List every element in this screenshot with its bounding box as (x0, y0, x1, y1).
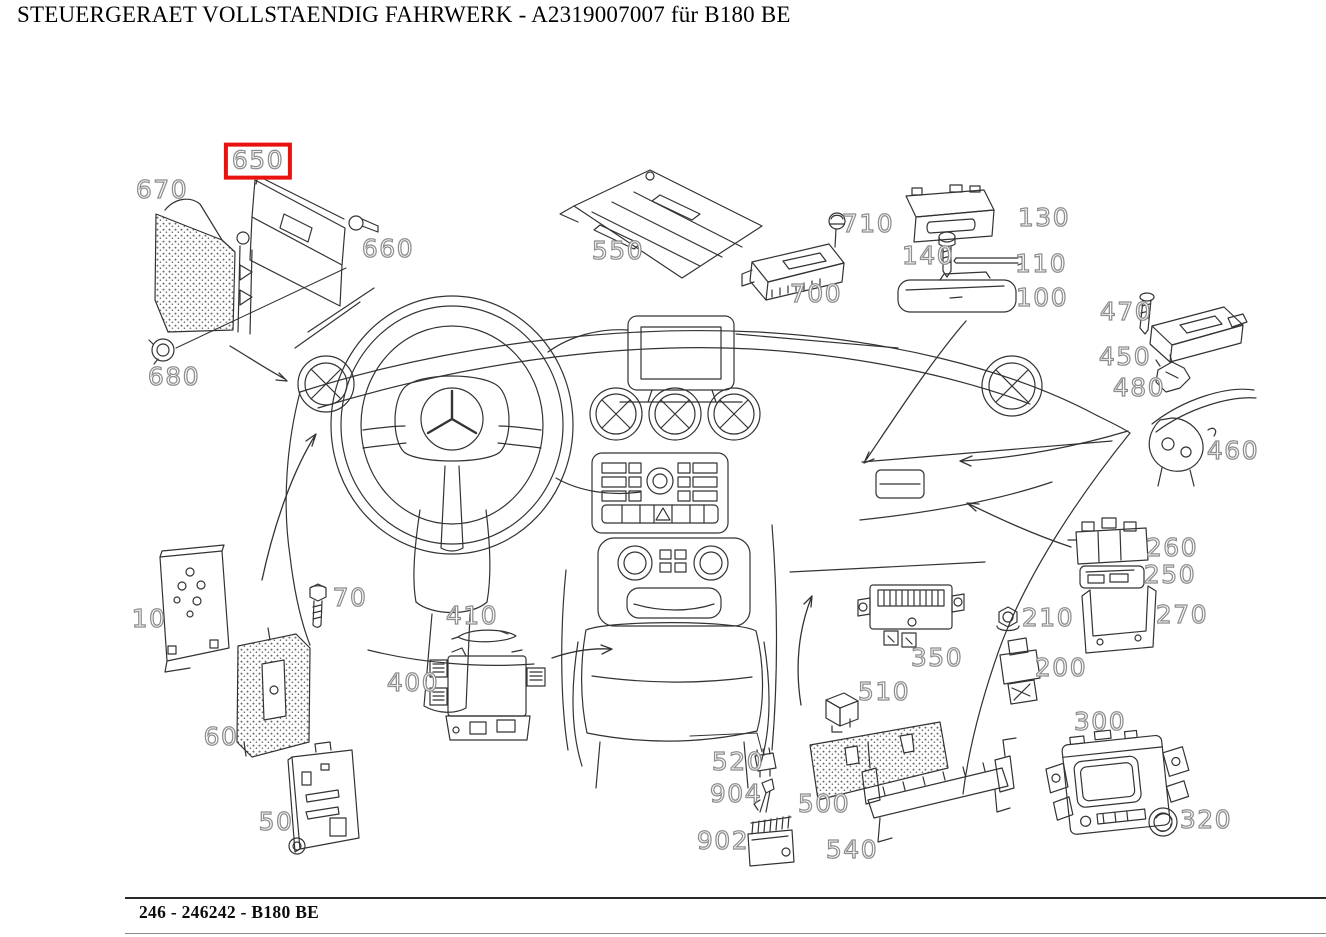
part-sketch-500 (810, 722, 948, 800)
center-display (620, 316, 898, 402)
part-label-250[interactable]: 250 (1143, 560, 1197, 590)
footer-rule-bottom (125, 933, 1326, 934)
part-sketch-350 (858, 585, 964, 647)
part-label-70[interactable]: 70 (332, 583, 368, 613)
part-sketch-710 (829, 213, 845, 247)
part-label-130[interactable]: 130 (1017, 203, 1071, 233)
part-label-904[interactable]: 904 (709, 779, 763, 809)
part-sketch-904 (754, 779, 774, 812)
part-label-140[interactable]: 140 (901, 241, 955, 271)
part-label-710[interactable]: 710 (841, 209, 895, 239)
part-sketch-470 (1140, 293, 1154, 334)
part-label-50[interactable]: 50 (258, 807, 294, 837)
part-label-700[interactable]: 700 (789, 279, 843, 309)
part-label-500[interactable]: 500 (797, 789, 851, 819)
steering-column (368, 330, 640, 713)
mercedes-star-ring (421, 388, 483, 450)
part-sketch-60 (237, 628, 310, 757)
part-sketch-50 (288, 742, 359, 854)
part-sketch-520 (755, 748, 776, 777)
part-sketch-700 (742, 244, 844, 300)
part-sketch-480 (1156, 355, 1190, 392)
part-sketch-320 (1149, 808, 1177, 836)
radio-panel (592, 453, 728, 533)
part-sketch-680 (149, 339, 174, 364)
part-sketch-540 (862, 738, 1016, 842)
page-title: STEUERGERAET VOLLSTAENDIG FAHRWERK - A23… (17, 2, 791, 27)
part-sketch-130 (906, 185, 994, 242)
part-label-480[interactable]: 480 (1112, 373, 1166, 403)
part-sketch-100 (898, 272, 1016, 312)
part-sketch-300 (1043, 722, 1195, 836)
part-label-320[interactable]: 320 (1179, 805, 1233, 835)
direction-arrows (230, 321, 1128, 705)
part-label-100[interactable]: 100 (1015, 283, 1069, 313)
part-sketch-70 (310, 584, 326, 627)
part-sketch-670 (155, 199, 252, 334)
part-sketch-650 (250, 176, 345, 306)
part-sketch-510 (826, 693, 858, 732)
dashboard-outline (286, 288, 1130, 794)
part-label-210[interactable]: 210 (1021, 603, 1075, 633)
part-label-660[interactable]: 660 (361, 234, 415, 264)
part-label-520[interactable]: 520 (711, 747, 765, 777)
part-label-680[interactable]: 680 (147, 362, 201, 392)
steering-wheel (331, 296, 573, 554)
footer-reference: 246 - 246242 - B180 BE (139, 902, 320, 922)
part-sketch-460 (1149, 389, 1256, 486)
part-sketch-450 (1150, 307, 1247, 362)
part-label-350[interactable]: 350 (910, 643, 964, 673)
mercedes-star-icon (428, 391, 476, 433)
part-label-470[interactable]: 470 (1099, 297, 1153, 327)
part-label-200[interactable]: 200 (1034, 653, 1088, 683)
part-sketch-210 (997, 607, 1019, 631)
part-label-410[interactable]: 410 (445, 601, 499, 631)
part-sketch-140 (939, 232, 955, 277)
part-label-400[interactable]: 400 (386, 668, 440, 698)
part-label-300[interactable]: 300 (1073, 707, 1127, 737)
part-label-902[interactable]: 902 (696, 826, 750, 856)
part-sketch-200 (1000, 638, 1040, 704)
climate-console (598, 538, 750, 626)
part-sketch-260 (1068, 518, 1148, 564)
hazard-triangle (656, 508, 670, 520)
part-sketch-110 (954, 256, 1023, 265)
part-label-510[interactable]: 510 (857, 677, 911, 707)
part-sketch-400 (430, 648, 545, 740)
volume-knob (647, 468, 673, 494)
part-label-60[interactable]: 60 (203, 722, 239, 752)
footer-rule-top (125, 897, 1326, 899)
part-label-270[interactable]: 270 (1155, 600, 1209, 630)
part-sketch-902 (748, 816, 794, 866)
part-label-650[interactable]: 650 (223, 142, 293, 180)
part-label-110[interactable]: 110 (1014, 249, 1068, 279)
leader-lines (176, 268, 762, 752)
part-label-260[interactable]: 260 (1145, 533, 1199, 563)
part-sketch-270 (1082, 586, 1156, 653)
part-label-450[interactable]: 450 (1098, 342, 1152, 372)
part-sketch-550 (560, 170, 762, 278)
part-sketch-410 (452, 630, 516, 642)
part-label-670[interactable]: 670 (135, 175, 189, 205)
part-label-10[interactable]: 10 (131, 604, 167, 634)
part-sketch-250 (1080, 566, 1144, 588)
part-sketch-10 (160, 545, 229, 672)
part-label-540[interactable]: 540 (825, 835, 879, 865)
part-label-550[interactable]: 550 (591, 236, 645, 266)
air-vents (298, 356, 1042, 440)
part-sketch-660 (349, 216, 378, 232)
part-label-460[interactable]: 460 (1206, 436, 1260, 466)
seat-cushion (562, 525, 777, 788)
